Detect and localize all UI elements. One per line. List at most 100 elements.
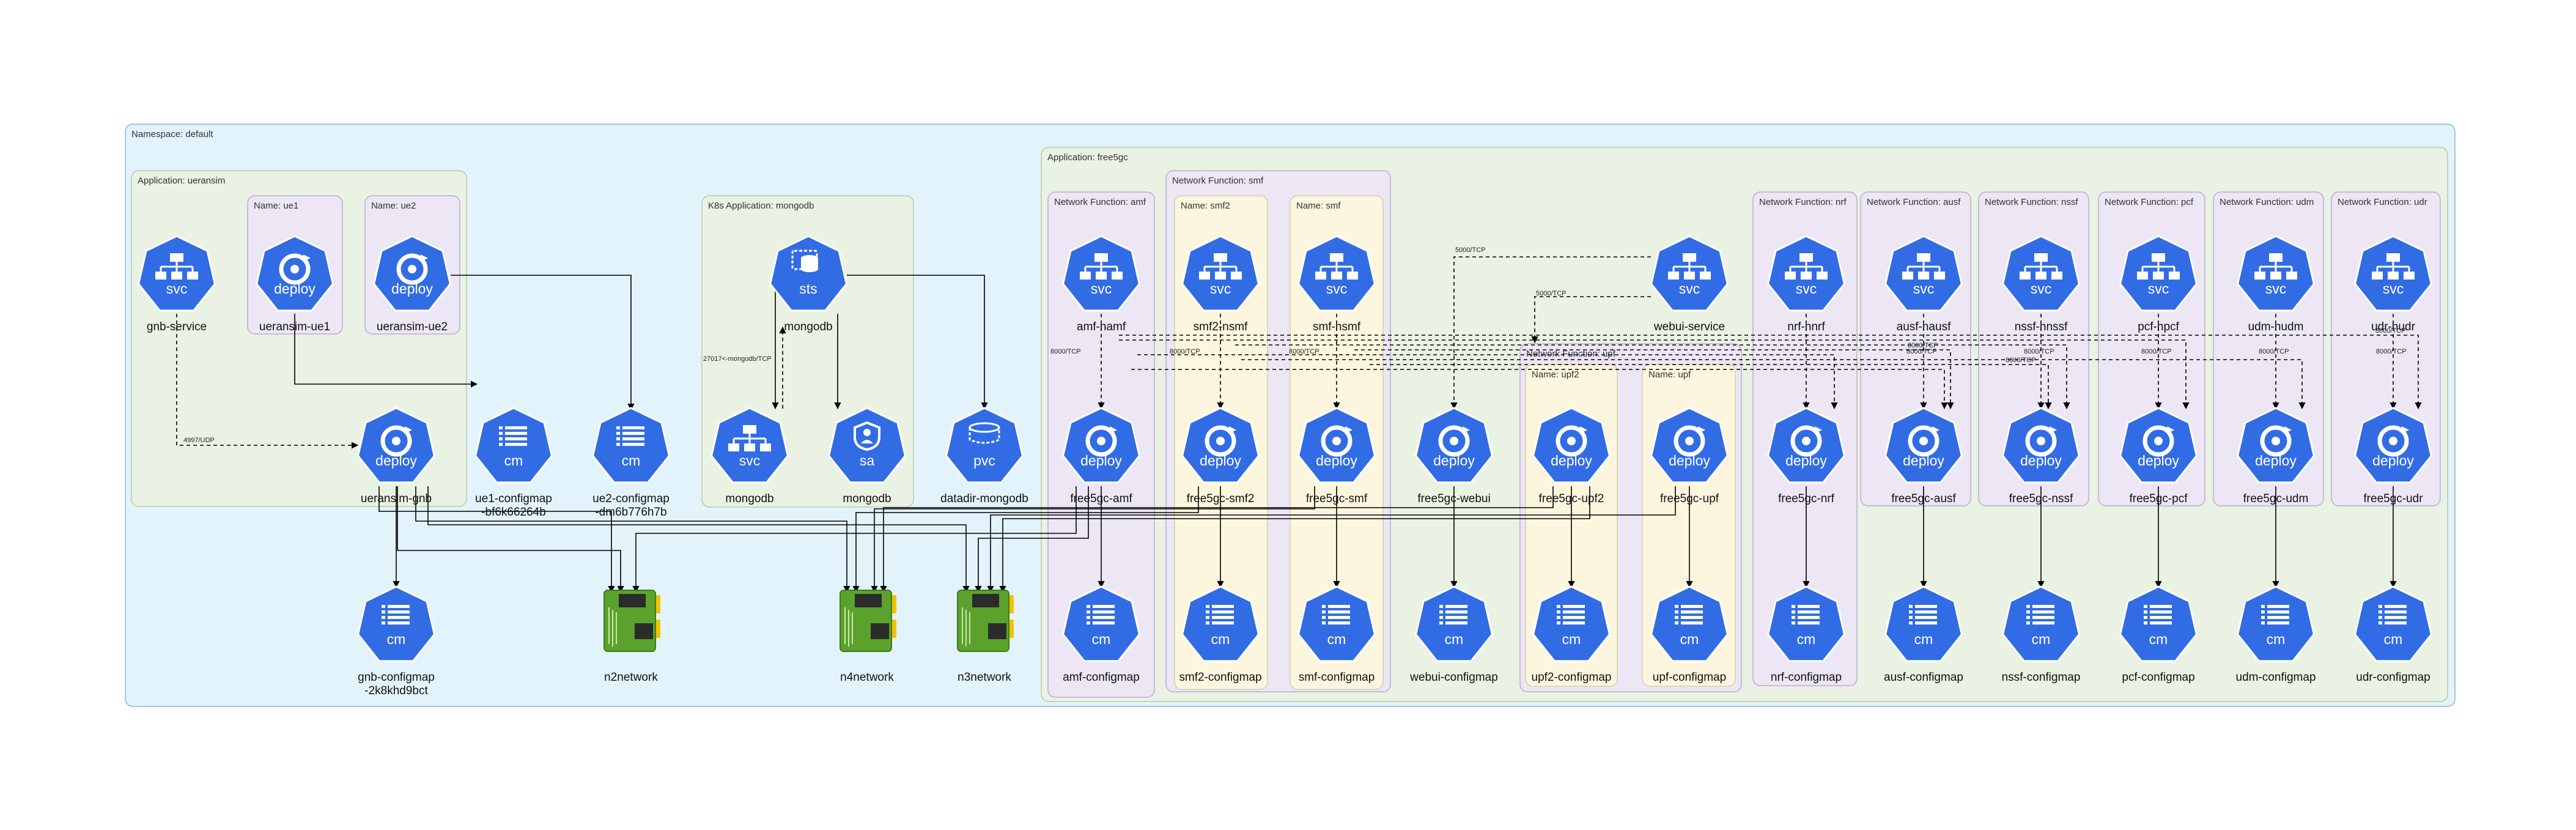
edge-label: 5000/TCP: [1455, 246, 1486, 254]
edge-sbi-link-3: 8000/TCP: [1354, 342, 1954, 410]
network-card-icon: [840, 590, 896, 652]
edge-label: 8000/TCP: [2024, 348, 2054, 355]
icon-type-text: cm: [622, 453, 641, 469]
icon-type-text: deploy: [1785, 453, 1827, 469]
node-n2network[interactable]: n2network: [603, 590, 660, 684]
k8s-pvc-icon: pvc: [945, 407, 1024, 484]
edge-mongodb-svc-to-sts: 27017<-mongodb/TCP: [703, 326, 786, 409]
node-label: free5gc-smf: [1306, 492, 1368, 505]
k8s-svc-icon: svc: [1650, 235, 1729, 312]
group-label: Network Function: nssf: [1985, 197, 2078, 207]
icon-type-text: cm: [504, 453, 523, 469]
edge-upf2-to-n3: [999, 486, 1590, 593]
edge-line: [1235, 344, 2070, 410]
group-label: Name: upf: [1648, 369, 1691, 380]
k8s-cm-icon: cm: [1650, 585, 1729, 662]
edge-line: [1137, 354, 1838, 410]
edge-gnb-to-n3: [427, 486, 970, 593]
node-amf-namf[interactable]: svc amf-namf: [1061, 235, 1141, 333]
node-n3network[interactable]: n3network: [957, 590, 1014, 684]
group-label: Application: free5gc: [1047, 152, 1128, 163]
icon-type-text: sa: [860, 453, 875, 469]
node-label: udm-nudm: [2248, 321, 2304, 333]
icon-type-text: cm: [1092, 631, 1111, 647]
node-label: nssf-configmap: [2002, 671, 2081, 684]
node-label: n3network: [958, 671, 1011, 684]
icon-type-text: svc: [166, 281, 188, 297]
node-label: amf-namf: [1077, 321, 1126, 333]
edge-line: [378, 486, 615, 593]
node-label: free5gc-pcf: [2129, 492, 2188, 505]
group-label: Namespace: default: [131, 129, 213, 139]
k8s-deploy-icon: deploy: [1766, 407, 1846, 484]
icon-type-text: svc: [2031, 281, 2052, 297]
edge-sts-to-pvc: [847, 275, 988, 410]
icon-type-text: deploy: [375, 453, 417, 469]
node-label: free5gc-nrf: [1778, 492, 1835, 505]
icon-type-text: svc: [2383, 281, 2404, 297]
k8s-svc-icon: svc: [1884, 235, 1963, 312]
edge-line: [1119, 339, 2190, 410]
edge-label: 5000/TCP: [1536, 290, 1567, 297]
edge-ue2-to-ue2-configmap: [451, 275, 635, 411]
edge-label: 8000/TCP: [1289, 348, 1319, 355]
group-label: Application: ueransim: [138, 176, 225, 186]
node-n4network[interactable]: n4network: [840, 590, 896, 684]
k8s-sa-icon: sa: [827, 407, 907, 484]
node-free5gc-nrf[interactable]: deploy free5gc-nrf: [1766, 407, 1846, 505]
group-app-free5gc: Application: free5gc: [1041, 147, 2448, 702]
k8s-svc-icon: svc: [1181, 235, 1260, 312]
k8s-cm-icon: cm: [591, 407, 671, 484]
icon-type-text: svc: [739, 453, 761, 469]
k8s-deploy-icon: deploy: [2001, 407, 2081, 484]
node-label: free5gc-upf2: [1539, 492, 1604, 505]
edge-line: [451, 275, 635, 411]
k8s-svc-icon: svc: [1061, 235, 1141, 312]
edge-line: [1119, 335, 2422, 410]
edge-sbi-link-7: [1131, 369, 1948, 410]
